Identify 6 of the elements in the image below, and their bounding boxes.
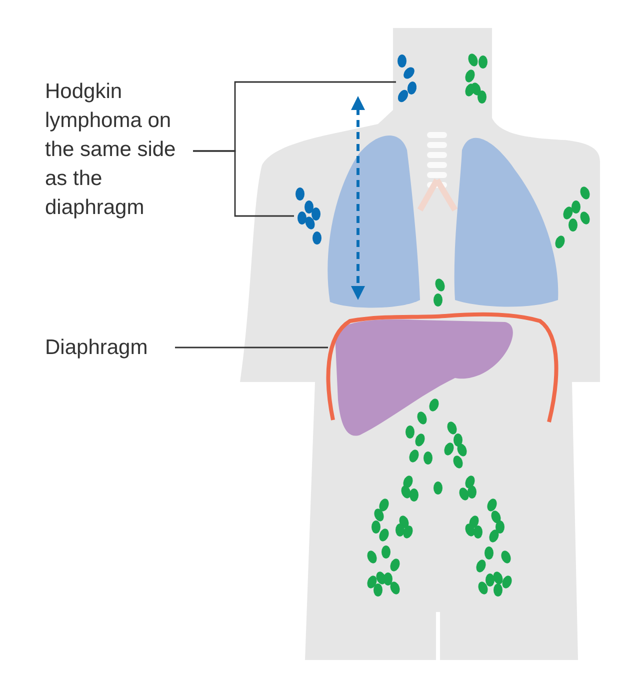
- callout-text: Diaphragm: [45, 333, 175, 362]
- callout-text: Hodgkin lymphoma on the same side as the diaphragm: [45, 77, 185, 222]
- diaphragm-line: [325, 311, 557, 424]
- leader-line: [193, 150, 294, 217]
- lymph-node-cluster: [294, 186, 322, 246]
- leader-line: [175, 346, 328, 348]
